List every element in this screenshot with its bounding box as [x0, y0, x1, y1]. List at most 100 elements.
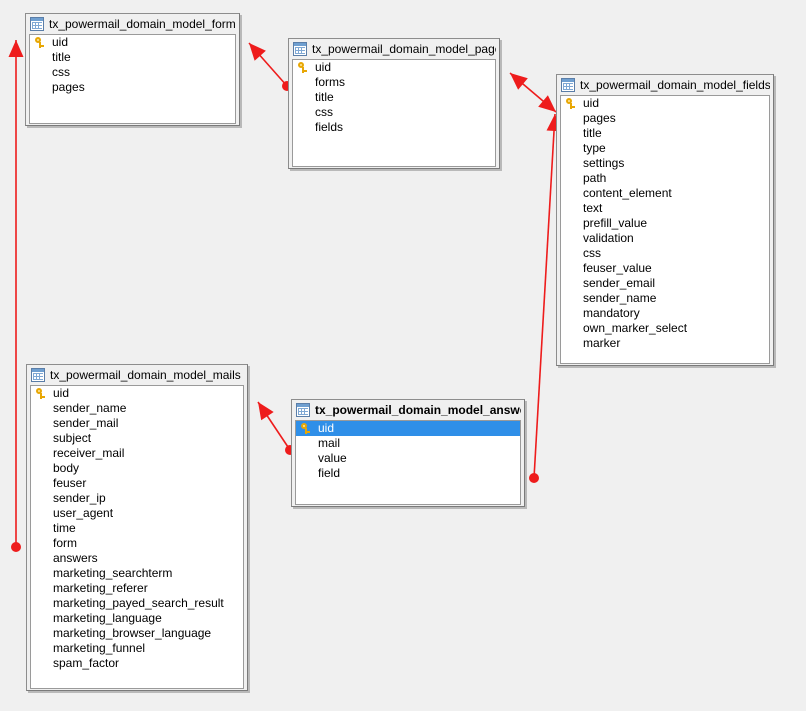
column-row[interactable]: forms [293, 75, 495, 90]
relation-line [248, 42, 288, 87]
column-gutter [35, 477, 49, 490]
column-row[interactable]: pages [561, 111, 769, 126]
column-row[interactable]: title [561, 126, 769, 141]
column-row[interactable]: mail [296, 436, 520, 451]
column-row[interactable]: settings [561, 156, 769, 171]
column-row[interactable]: sender_name [31, 401, 243, 416]
column-row[interactable]: subject [31, 431, 243, 446]
column-row[interactable]: uid [293, 60, 495, 75]
column-row[interactable]: sender_mail [31, 416, 243, 431]
column-row[interactable]: path [561, 171, 769, 186]
column-row[interactable]: css [293, 105, 495, 120]
column-row[interactable]: marketing_payed_search_result [31, 596, 243, 611]
column-gutter [35, 537, 49, 550]
column-name: text [583, 201, 603, 215]
column-row[interactable]: prefill_value [561, 216, 769, 231]
column-row[interactable]: uid [296, 421, 520, 436]
column-gutter [35, 582, 49, 595]
column-name: title [583, 126, 602, 140]
column-gutter [34, 51, 48, 64]
primary-key-icon [300, 422, 314, 435]
column-gutter [35, 552, 49, 565]
column-row[interactable]: type [561, 141, 769, 156]
column-gutter [565, 292, 579, 305]
column-row[interactable]: feuser [31, 476, 243, 491]
column-row[interactable]: marker [561, 336, 769, 351]
table-header-forms[interactable]: tx_powermail_domain_model_forms [26, 14, 239, 34]
column-row[interactable]: spam_factor [31, 656, 243, 671]
column-row[interactable]: marketing_browser_language [31, 626, 243, 641]
column-name: marketing_payed_search_result [53, 596, 224, 610]
column-row[interactable]: uid [561, 96, 769, 111]
column-name: form [53, 536, 77, 550]
column-row[interactable]: user_agent [31, 506, 243, 521]
column-row[interactable]: uid [30, 35, 235, 50]
column-row[interactable]: own_marker_select [561, 321, 769, 336]
table-header-fields[interactable]: tx_powermail_domain_model_fields [557, 75, 773, 95]
column-row[interactable]: text [561, 201, 769, 216]
column-row[interactable]: title [30, 50, 235, 65]
table-icon [31, 368, 45, 382]
column-row[interactable]: form [31, 536, 243, 551]
column-row[interactable]: value [296, 451, 520, 466]
column-name: marketing_language [53, 611, 162, 625]
column-row[interactable]: uid [31, 386, 243, 401]
column-row[interactable]: css [561, 246, 769, 261]
column-name: body [53, 461, 80, 475]
column-row[interactable]: mandatory [561, 306, 769, 321]
column-row[interactable]: marketing_language [31, 611, 243, 626]
relation-pages-to-forms[interactable] [248, 42, 292, 91]
column-row[interactable]: marketing_funnel [31, 641, 243, 656]
relation-pages-to-fields[interactable] [509, 72, 557, 113]
column-row[interactable]: body [31, 461, 243, 476]
column-row[interactable]: feuser_value [561, 261, 769, 276]
column-row[interactable]: pages [30, 80, 235, 95]
column-gutter [565, 142, 579, 155]
relation-mails-to-forms[interactable] [8, 40, 24, 552]
column-gutter [565, 217, 579, 230]
column-row[interactable]: time [31, 521, 243, 536]
column-name: pages [52, 80, 85, 94]
primary-key-icon [35, 387, 49, 400]
column-gutter [297, 106, 311, 119]
column-gutter [300, 467, 314, 480]
column-row[interactable]: answers [31, 551, 243, 566]
table-title-answer: tx_powermail_domain_model_answer [315, 403, 521, 417]
column-row[interactable]: sender_email [561, 276, 769, 291]
table-header-pages[interactable]: tx_powermail_domain_model_pages [289, 39, 499, 59]
column-name: answers [53, 551, 98, 565]
column-row[interactable]: fields [293, 120, 495, 135]
column-row[interactable]: content_element [561, 186, 769, 201]
column-name: subject [53, 431, 92, 445]
column-row[interactable]: field [296, 466, 520, 481]
relation-line [257, 401, 291, 451]
column-gutter [300, 452, 314, 465]
column-row[interactable]: sender_name [561, 291, 769, 306]
column-row[interactable]: marketing_searchterm [31, 566, 243, 581]
column-row[interactable]: receiver_mail [31, 446, 243, 461]
column-gutter [35, 642, 49, 655]
table-header-mails[interactable]: tx_powermail_domain_model_mails [27, 365, 247, 385]
column-gutter [565, 232, 579, 245]
column-gutter [565, 187, 579, 200]
relation-answer-to-mails[interactable] [257, 401, 295, 455]
table-header-answer[interactable]: tx_powermail_domain_model_answer [292, 400, 524, 420]
column-row[interactable]: sender_ip [31, 491, 243, 506]
column-name: css [52, 65, 70, 79]
column-row[interactable]: validation [561, 231, 769, 246]
column-name: feuser [53, 476, 87, 490]
column-row[interactable]: css [30, 65, 235, 80]
column-row[interactable]: title [293, 90, 495, 105]
column-row[interactable]: marketing_referer [31, 581, 243, 596]
